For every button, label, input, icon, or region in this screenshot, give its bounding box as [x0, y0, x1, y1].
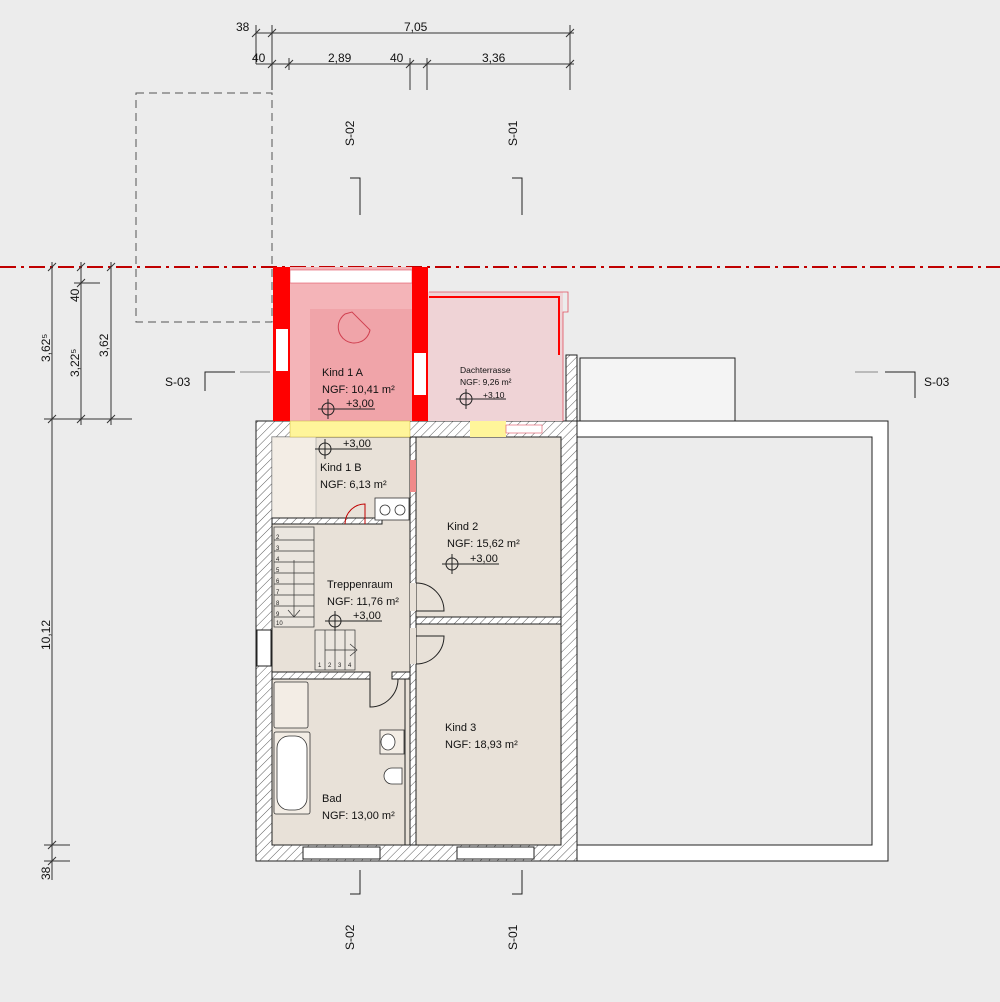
svg-text:4: 4 [276, 557, 280, 563]
svg-text:+3,10: +3,10 [483, 390, 505, 400]
dim-left-362: 3,62 [97, 333, 111, 357]
dim-left-40: 40 [68, 288, 82, 302]
svg-text:Kind 3: Kind 3 [445, 722, 476, 734]
section-label-s02-top: S-02 [343, 120, 357, 146]
room-label-kind-3: Kind 3 NGF: 18,93 m² [445, 722, 518, 751]
dim-top-289: 2,89 [328, 51, 352, 65]
svg-text:5: 5 [276, 568, 280, 574]
svg-text:NGF: 10,41 m²: NGF: 10,41 m² [322, 384, 395, 396]
dim-top-total: 7,05 [404, 20, 428, 34]
section-label-s03-left: S-03 [165, 375, 191, 389]
room-label-dachterrasse: Dachterrasse NGF: 9,26 m² +3,10 [455, 365, 512, 410]
dim-top-40a: 40 [252, 51, 266, 65]
svg-text:NGF: 18,93 m²: NGF: 18,93 m² [445, 739, 518, 751]
left-dimension-lines [44, 262, 132, 880]
dim-top-40b: 40 [390, 51, 404, 65]
svg-text:NGF: 9,26 m²: NGF: 9,26 m² [460, 377, 512, 387]
svg-text:+3,00: +3,00 [343, 438, 371, 450]
svg-text:NGF: 11,76 m²: NGF: 11,76 m² [327, 596, 399, 608]
staircase [273, 526, 358, 671]
svg-text:10: 10 [276, 621, 283, 627]
section-label-s02-bottom: S-02 [343, 924, 357, 950]
svg-text:1: 1 [318, 663, 322, 669]
svg-text:Dachterrasse: Dachterrasse [460, 365, 511, 375]
svg-text:NGF: 15,62 m²: NGF: 15,62 m² [447, 538, 520, 550]
svg-text:7: 7 [276, 590, 280, 596]
room-label-bad: Bad NGF: 13,00 m² [322, 793, 395, 822]
svg-text:8: 8 [276, 601, 280, 607]
dim-top-336: 3,36 [482, 51, 506, 65]
dim-left-38: 38 [39, 866, 53, 880]
svg-text:Kind 1 A: Kind 1 A [322, 367, 364, 379]
bath-fixtures [273, 497, 410, 815]
svg-text:Treppenraum: Treppenraum [327, 579, 393, 591]
dim-left-3225: 3,22⁵ [68, 349, 82, 377]
svg-text:9: 9 [276, 612, 280, 618]
room-kind-1a-extension [273, 267, 428, 438]
svg-text:+3,00: +3,00 [346, 398, 374, 410]
top-dimension-lines [251, 25, 575, 90]
room-label-kind-2: Kind 2 NGF: 15,62 m² +3,00 [441, 521, 520, 575]
section-label-s01-top: S-01 [506, 120, 520, 146]
svg-text:4: 4 [348, 663, 352, 669]
section-label-s03-right: S-03 [924, 375, 950, 389]
svg-text:Kind 1 B: Kind 1 B [320, 462, 362, 474]
svg-text:Kind 2: Kind 2 [447, 521, 478, 533]
dashed-outline [135, 92, 273, 323]
dim-left-1012: 10,12 [39, 620, 53, 650]
svg-text:2: 2 [276, 535, 280, 541]
svg-text:2: 2 [328, 663, 332, 669]
stair-step-numbers: 2 3 4 5 6 7 8 9 10 1 2 3 4 [276, 535, 352, 669]
section-label-s01-bottom: S-01 [506, 924, 520, 950]
room-label-kind-1b: +3,00 Kind 1 B NGF: 6,13 m² [314, 438, 387, 491]
svg-text:NGF: 6,13 m²: NGF: 6,13 m² [320, 479, 387, 491]
dim-top-38: 38 [236, 20, 250, 34]
dim-left-3625: 3,62⁵ [39, 334, 53, 362]
svg-text:+3,00: +3,00 [470, 553, 498, 565]
neighbour-outline [576, 357, 889, 862]
svg-text:6: 6 [276, 579, 280, 585]
room-label-treppenraum: Treppenraum NGF: 11,76 m² +3,00 [324, 579, 399, 632]
section-markers [204, 177, 916, 895]
svg-text:NGF: 13,00 m²: NGF: 13,00 m² [322, 810, 395, 822]
svg-text:Bad: Bad [322, 793, 342, 805]
svg-text:3: 3 [276, 546, 280, 552]
room-label-kind-1a: Kind 1 A NGF: 10,41 m² +3,00 [317, 367, 395, 420]
svg-text:3: 3 [338, 663, 342, 669]
svg-text:+3,00: +3,00 [353, 610, 381, 622]
